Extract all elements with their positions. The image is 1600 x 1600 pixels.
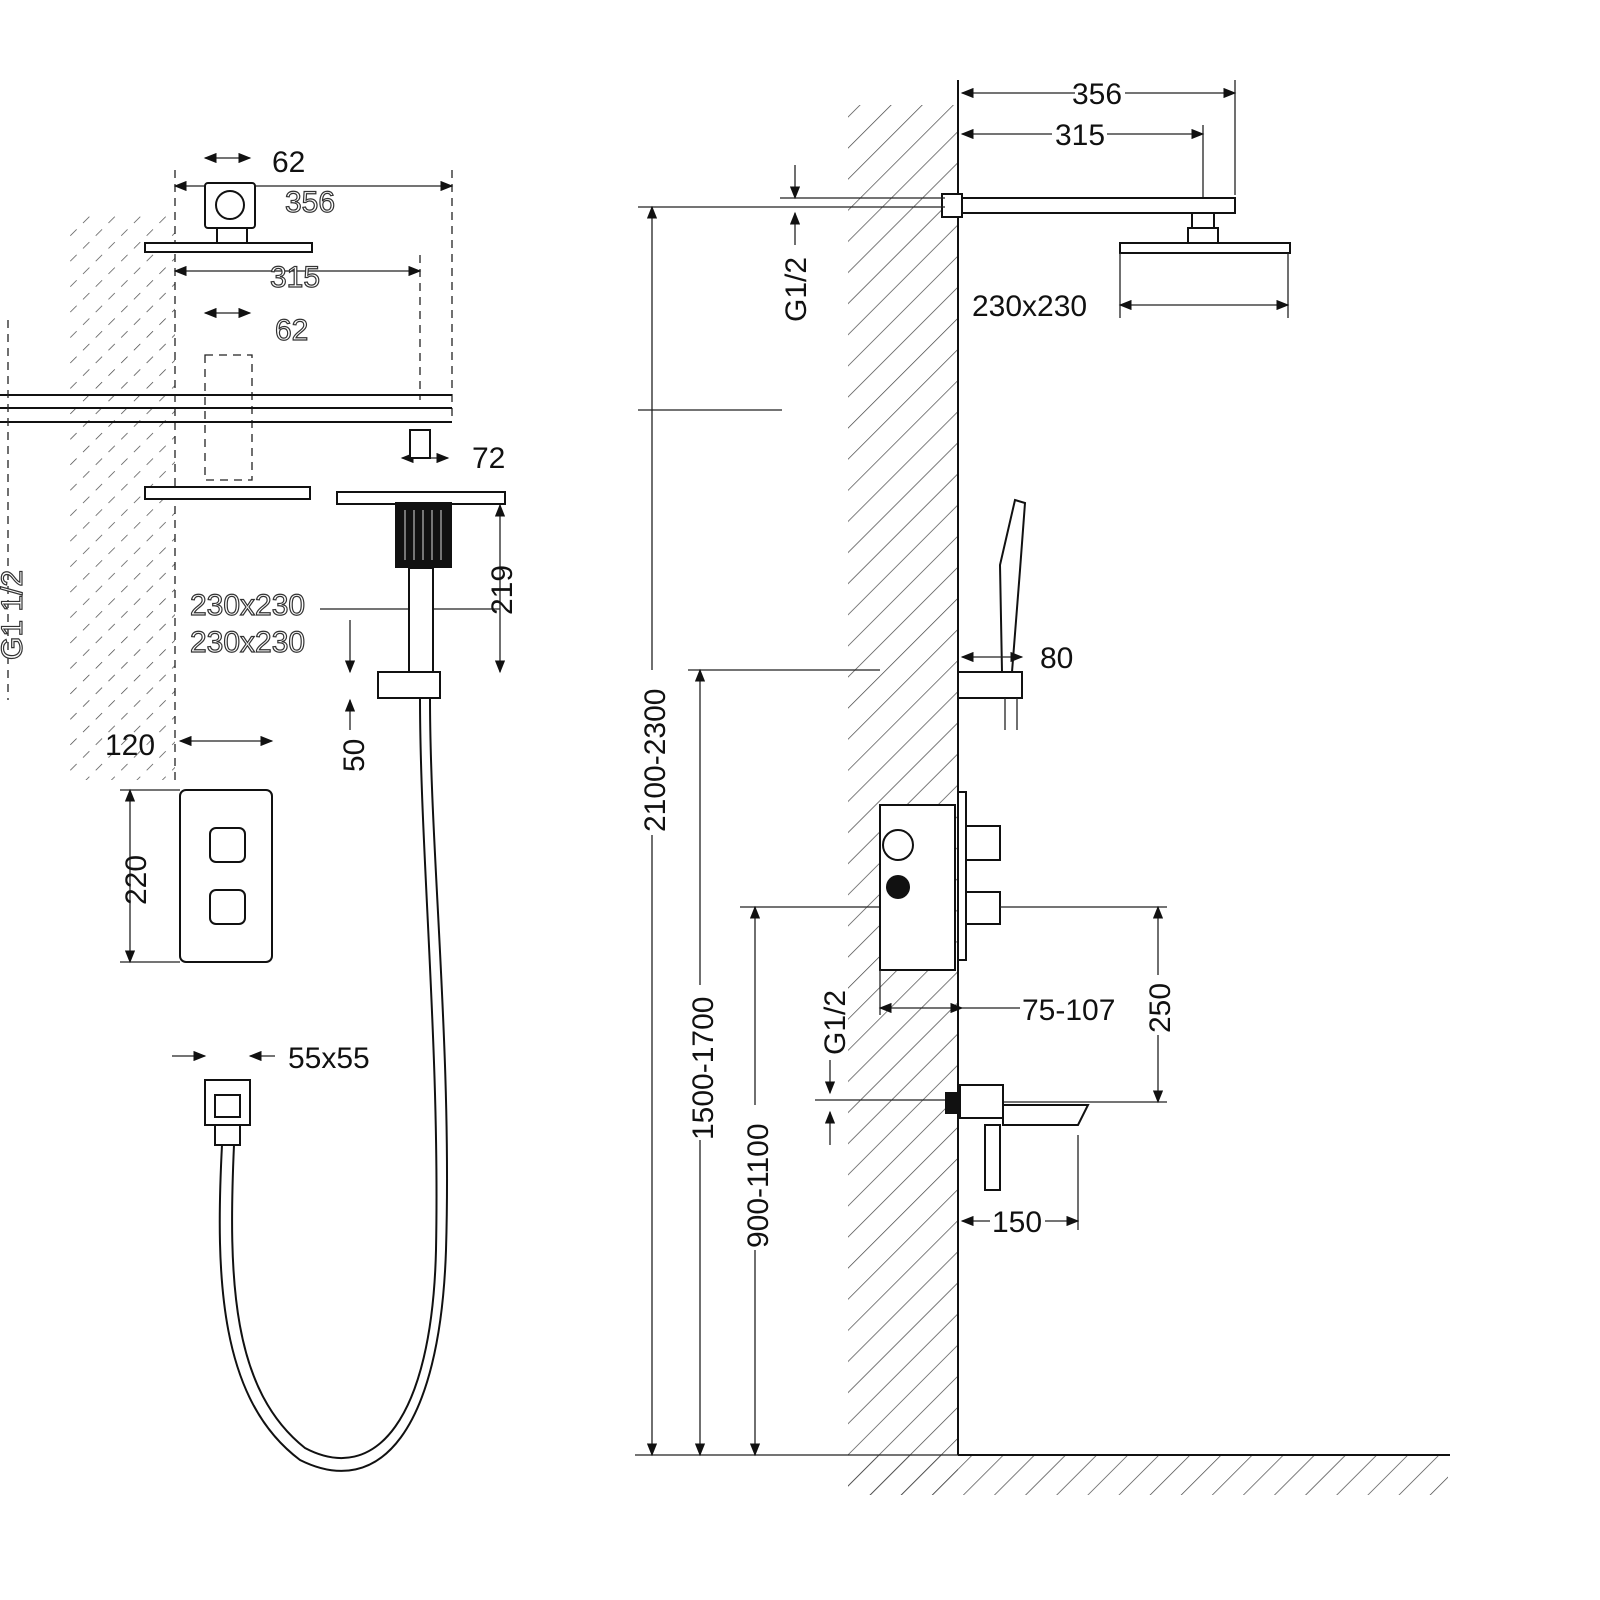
- dim-holder-projection: 80: [1040, 642, 1073, 675]
- dim-arm-reach: 315: [1055, 119, 1105, 152]
- dim-box-depth: 75-107: [1022, 994, 1115, 1027]
- dim-head-size: 230x230: [972, 290, 1087, 323]
- dim-plate-height: 220: [120, 855, 153, 905]
- dim-spout-height: 900-1100: [742, 1123, 775, 1248]
- bath-spout: [959, 1084, 1004, 1119]
- dim-holder-height: 1500-1700: [687, 997, 720, 1140]
- dim-arm-length-ghost: 356: [285, 186, 335, 219]
- dim-top-inlet: G1/2: [780, 257, 813, 322]
- rain-shower-head: [1119, 242, 1291, 254]
- inlet-ghost: G1 1/2: [0, 570, 29, 660]
- control-knob-upper: [209, 827, 246, 863]
- wall-hatch: [848, 105, 958, 1495]
- floor-hatch: [848, 1455, 1448, 1495]
- dim-arm-reach-ghost: 315: [270, 261, 320, 294]
- control-plate: [179, 789, 273, 963]
- holder-bracket: [957, 671, 1023, 699]
- diverter: [984, 1124, 1001, 1191]
- handshower-holder: [377, 671, 441, 699]
- head-size-ghost-2: 230x230: [190, 626, 305, 659]
- dim-handshower-width: 72: [472, 442, 505, 475]
- dim-plate-width: 120: [105, 729, 155, 762]
- control-knob-lower: [209, 889, 246, 925]
- dim-holder-offset: 50: [338, 739, 371, 772]
- shower-arm: [957, 197, 1236, 214]
- dim-flange-ghost: 62: [275, 314, 308, 347]
- dim-spout-inlet: G1/2: [819, 990, 852, 1055]
- side-view: 356 315 230x230 G1/2 2100-2300 1500-1700…: [635, 78, 1450, 1495]
- dim-valve-to-spout: 250: [1144, 983, 1177, 1033]
- dim-spout-projection: 150: [992, 1206, 1042, 1239]
- handshower-side: [998, 498, 1027, 673]
- shower-hose: [218, 697, 449, 1472]
- dim-handshower-length: 219: [486, 565, 519, 615]
- rain-head-top: [144, 242, 313, 253]
- dim-flange-width: 62: [272, 146, 305, 179]
- dim-outlet-size: 55x55: [288, 1042, 370, 1075]
- handshower-handle: [408, 567, 434, 673]
- valve-cartridge: [886, 875, 910, 899]
- dim-arm-length: 356: [1072, 78, 1122, 111]
- dim-head-height: 2100-2300: [639, 689, 672, 832]
- left-view: 62 356 315 62 G1 1/2 230x230 230x230 72 …: [0, 146, 519, 1472]
- head-size-ghost-1: 230x230: [190, 589, 305, 622]
